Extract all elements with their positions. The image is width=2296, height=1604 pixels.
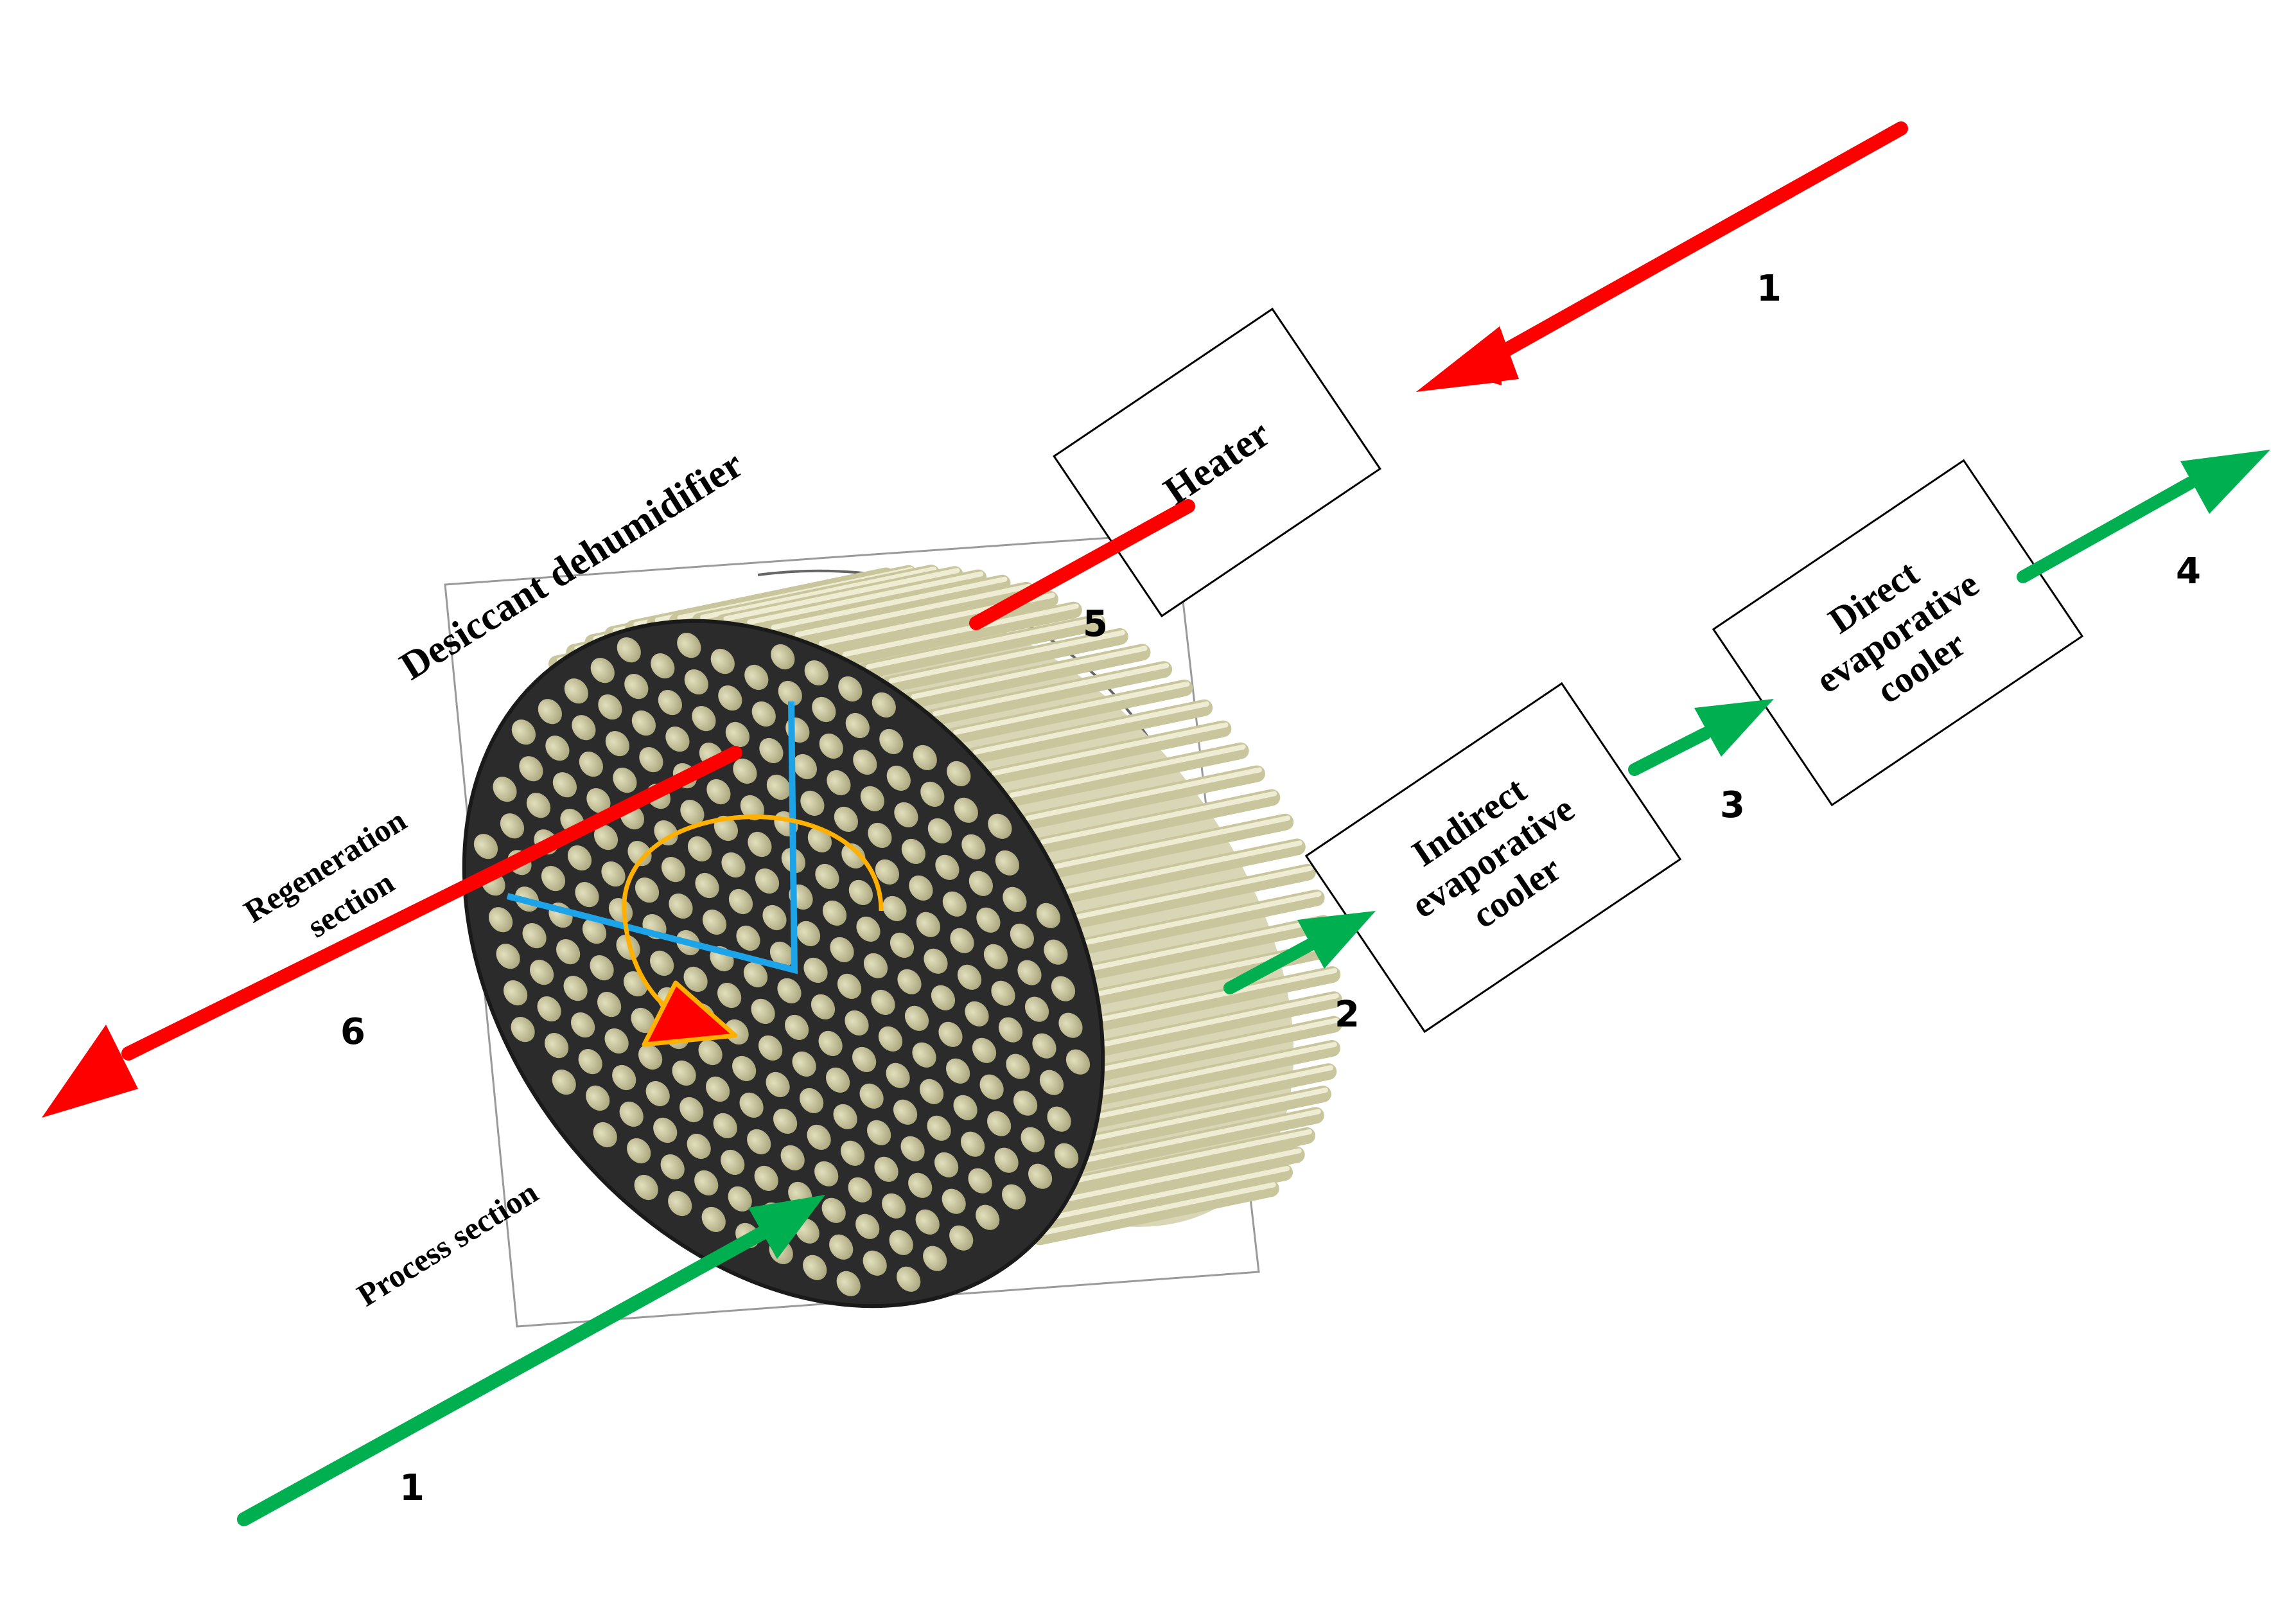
regeneration-exhaust-arrow-icon [42,1025,138,1118]
heater-box: Heater [1053,307,1381,618]
state-point-1-process: 1 [399,1467,425,1509]
direct-evaporative-cooler-box: Direct evaporative cooler [1712,459,2084,807]
state-point-3: 3 [1720,784,1745,826]
process-section-label: Process section [351,1174,544,1313]
process-stream-3 [1628,699,1774,776]
state-point-5: 5 [1083,603,1108,645]
desiccant-wheel [444,532,1342,1328]
process-2-arrow-icon [1297,911,1376,969]
process-stream-4 [2017,450,2270,583]
rotation-arc [622,815,884,1010]
indirect-evaporative-cooler-box: Indirect evaporative cooler [1304,682,1682,1034]
process-stream-2 [1223,911,1376,994]
state-point-1-regeneration: 1 [1757,268,1782,310]
state-point-6: 6 [340,1011,365,1053]
state-point-2: 2 [1335,994,1360,1036]
wheel-face [462,619,1105,1309]
process-inlet-arrow-icon [748,1195,825,1259]
state-point-4: 4 [2176,551,2201,592]
wheel-frame [444,532,1260,1328]
section-divider [506,701,798,974]
process-3-arrow-icon [1694,699,1774,757]
rotation-arrow-icon [642,980,738,1047]
heated-air-stream [969,499,1195,630]
supply-arrow-icon [2180,450,2270,514]
process-inlet-stream [237,1195,825,1526]
regeneration-inlet-stream [1416,121,1908,392]
regeneration-exhaust-stream [42,746,742,1118]
